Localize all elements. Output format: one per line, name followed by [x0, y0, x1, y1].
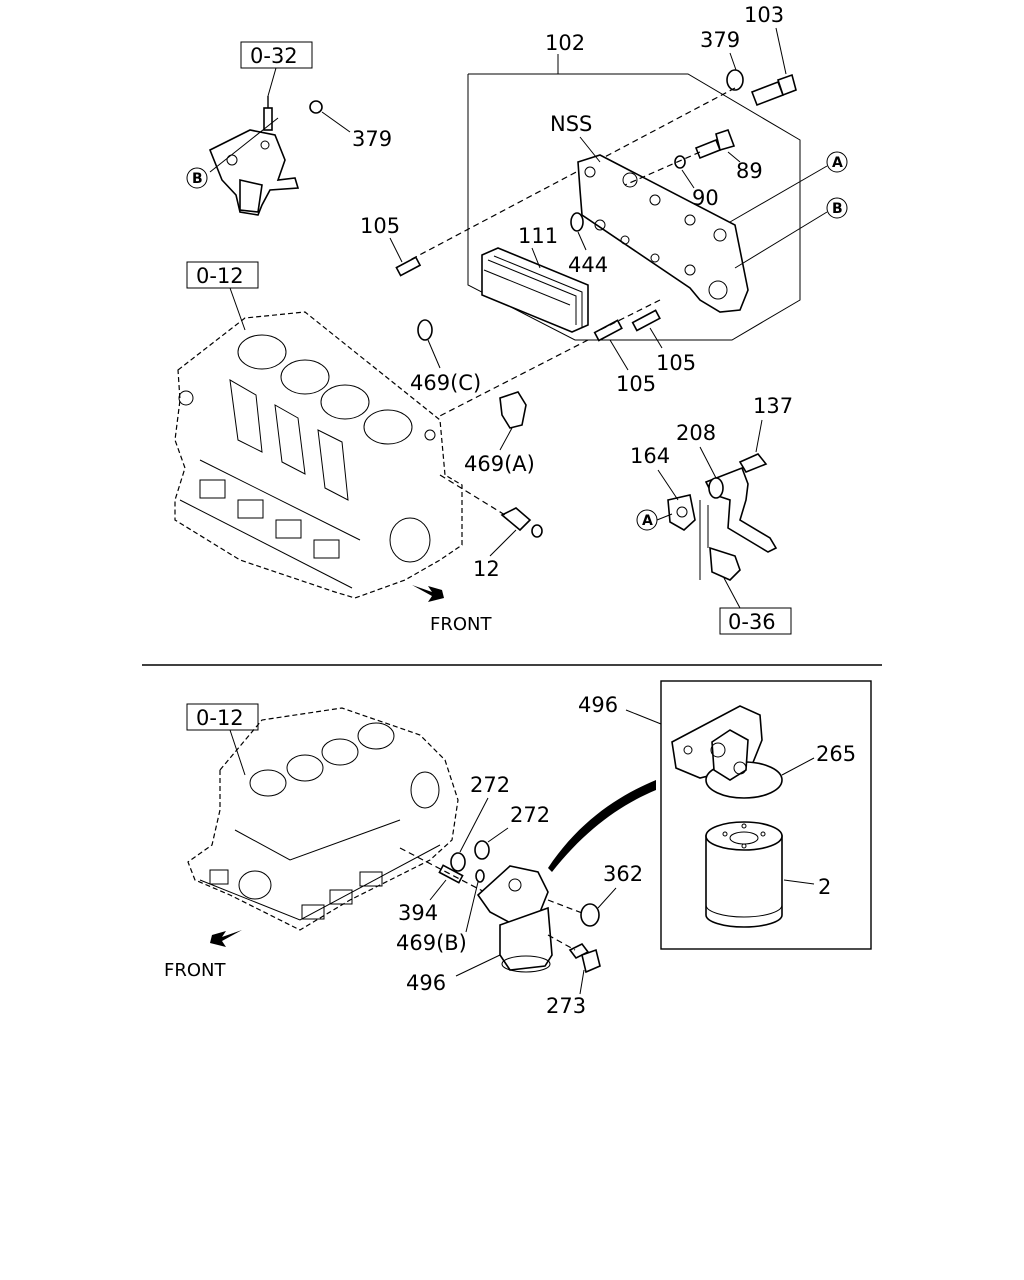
- label-103: 103: [744, 3, 784, 27]
- ref-box-0-36: [719, 607, 792, 635]
- oil-pipe-assembly: [667, 453, 778, 581]
- zoom-indicator: [548, 780, 656, 872]
- ref-0-12-upper: 0-12: [196, 264, 244, 288]
- marker-a-1: A: [832, 155, 843, 171]
- label-272-b: 272: [510, 803, 550, 827]
- marker-b-1: B: [192, 171, 203, 187]
- ref-box-0-12-upper: [186, 261, 259, 289]
- cylinder-block-lower: [187, 707, 459, 931]
- bolt-103: [726, 69, 797, 107]
- label-379-upper: 379: [352, 127, 392, 151]
- label-102: 102: [545, 31, 585, 55]
- label-265: 265: [816, 742, 856, 766]
- marker-b-2: B: [832, 201, 843, 217]
- filter-head-265: [671, 705, 783, 799]
- ref-box-0-32: [240, 41, 313, 69]
- label-105-a: 105: [360, 214, 400, 238]
- circle-marker-a: [826, 151, 848, 173]
- ref-0-36: 0-36: [728, 610, 776, 634]
- ref-box-0-12-lower: [186, 703, 259, 731]
- label-469c: 469(C): [410, 371, 481, 395]
- label-164: 164: [630, 444, 670, 468]
- label-273: 273: [546, 994, 586, 1018]
- o-ring-444: [570, 212, 584, 232]
- label-nss: NSS: [550, 112, 592, 136]
- label-496-b: 496: [406, 971, 446, 995]
- circle-marker-b-2: [826, 197, 848, 219]
- stud-105: [395, 256, 661, 342]
- marker-a-2: A: [642, 513, 653, 529]
- label-362: 362: [603, 862, 643, 886]
- oil-filter-assembly-small: [476, 865, 553, 973]
- o-ring-469b: [475, 869, 485, 883]
- ref-0-12-lower: 0-12: [196, 706, 244, 730]
- label-137: 137: [753, 394, 793, 418]
- front-arrow-icon: [412, 585, 444, 602]
- o-ring-272-a: [450, 852, 466, 872]
- label-444: 444: [568, 253, 608, 277]
- stud-394: [438, 864, 464, 884]
- front-arrow-icon-lower: [210, 930, 242, 947]
- label-12: 12: [473, 557, 500, 581]
- label-496-a: 496: [578, 693, 618, 717]
- o-ring-272-b: [474, 840, 490, 860]
- circle-marker-b: [186, 167, 208, 189]
- label-90: 90: [692, 186, 719, 210]
- ref-0-32: 0-32: [250, 44, 298, 68]
- gasket-469a: [499, 391, 527, 429]
- label-2: 2: [818, 875, 831, 899]
- cooler-element-111: [481, 247, 589, 333]
- label-208: 208: [676, 421, 716, 445]
- cylinder-block-upper: [174, 311, 463, 599]
- thermostat-housing: [208, 96, 323, 216]
- label-105-b: 105: [616, 372, 656, 396]
- label-105-c: 105: [656, 351, 696, 375]
- front-label-lower: FRONT: [164, 960, 226, 981]
- o-ring-469c: [417, 319, 433, 341]
- upper-diagram: 0-32 379 B 102 103 379: [174, 3, 848, 635]
- label-111: 111: [518, 224, 558, 248]
- detail-box: [660, 680, 872, 950]
- lower-diagram: 0-12 FRONT 272 272 394 469(B) 496: [164, 680, 872, 1018]
- bolt-273: [568, 903, 601, 974]
- bolt-89: [674, 128, 736, 169]
- label-394: 394: [398, 901, 438, 925]
- oil-filter-cartridge-2: [705, 821, 783, 928]
- cooler-cover-plate: [577, 154, 749, 313]
- label-272-a: 272: [470, 773, 510, 797]
- label-469a: 469(A): [464, 452, 535, 476]
- label-89: 89: [736, 159, 763, 183]
- front-label-upper: FRONT: [430, 614, 492, 635]
- label-469b: 469(B): [396, 931, 467, 955]
- label-379-cooler: 379: [700, 28, 740, 52]
- fitting-12: [500, 507, 543, 538]
